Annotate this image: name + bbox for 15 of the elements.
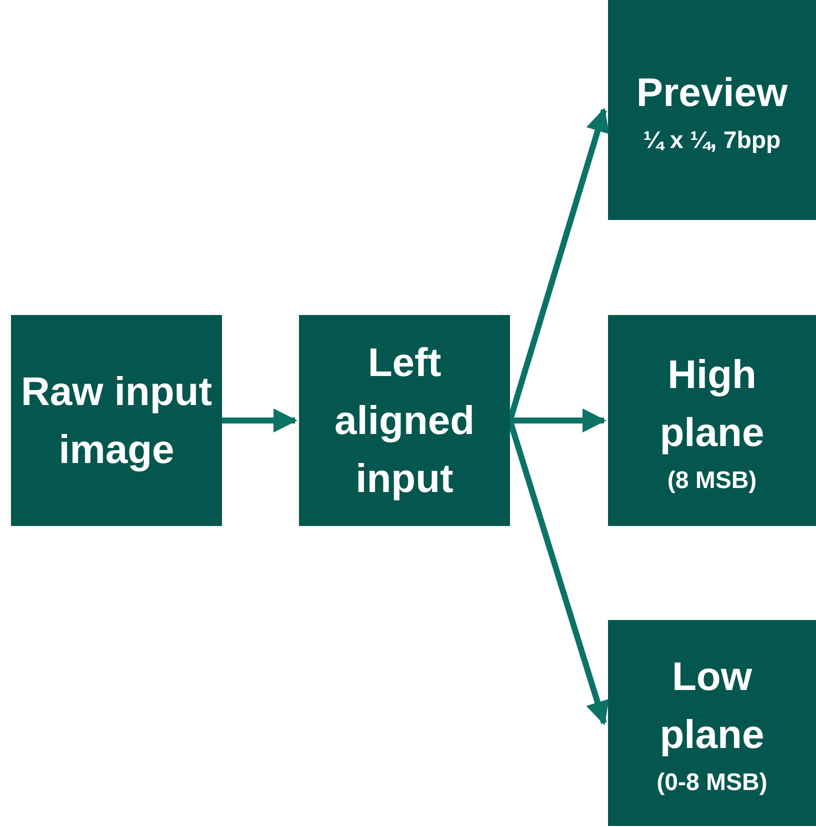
process-box	[11, 315, 222, 526]
arrow	[510, 408, 606, 432]
process-box	[608, 620, 816, 826]
box-title: Preview	[636, 70, 788, 117]
box-title: Low plane	[658, 654, 766, 759]
process-box	[299, 315, 510, 526]
box-subtitle: ¼ x ¼, 7bpp	[643, 126, 781, 156]
box-subtitle: (0-8 MSB)	[656, 768, 768, 798]
box-title: Raw input image	[20, 368, 214, 474]
box-subtitle: (8 MSB)	[667, 466, 757, 496]
box-title: Left aligned input	[333, 340, 476, 502]
arrow	[222, 408, 298, 432]
box-title: High plane	[658, 352, 766, 456]
process-box	[608, 0, 816, 220]
process-box	[608, 315, 816, 526]
